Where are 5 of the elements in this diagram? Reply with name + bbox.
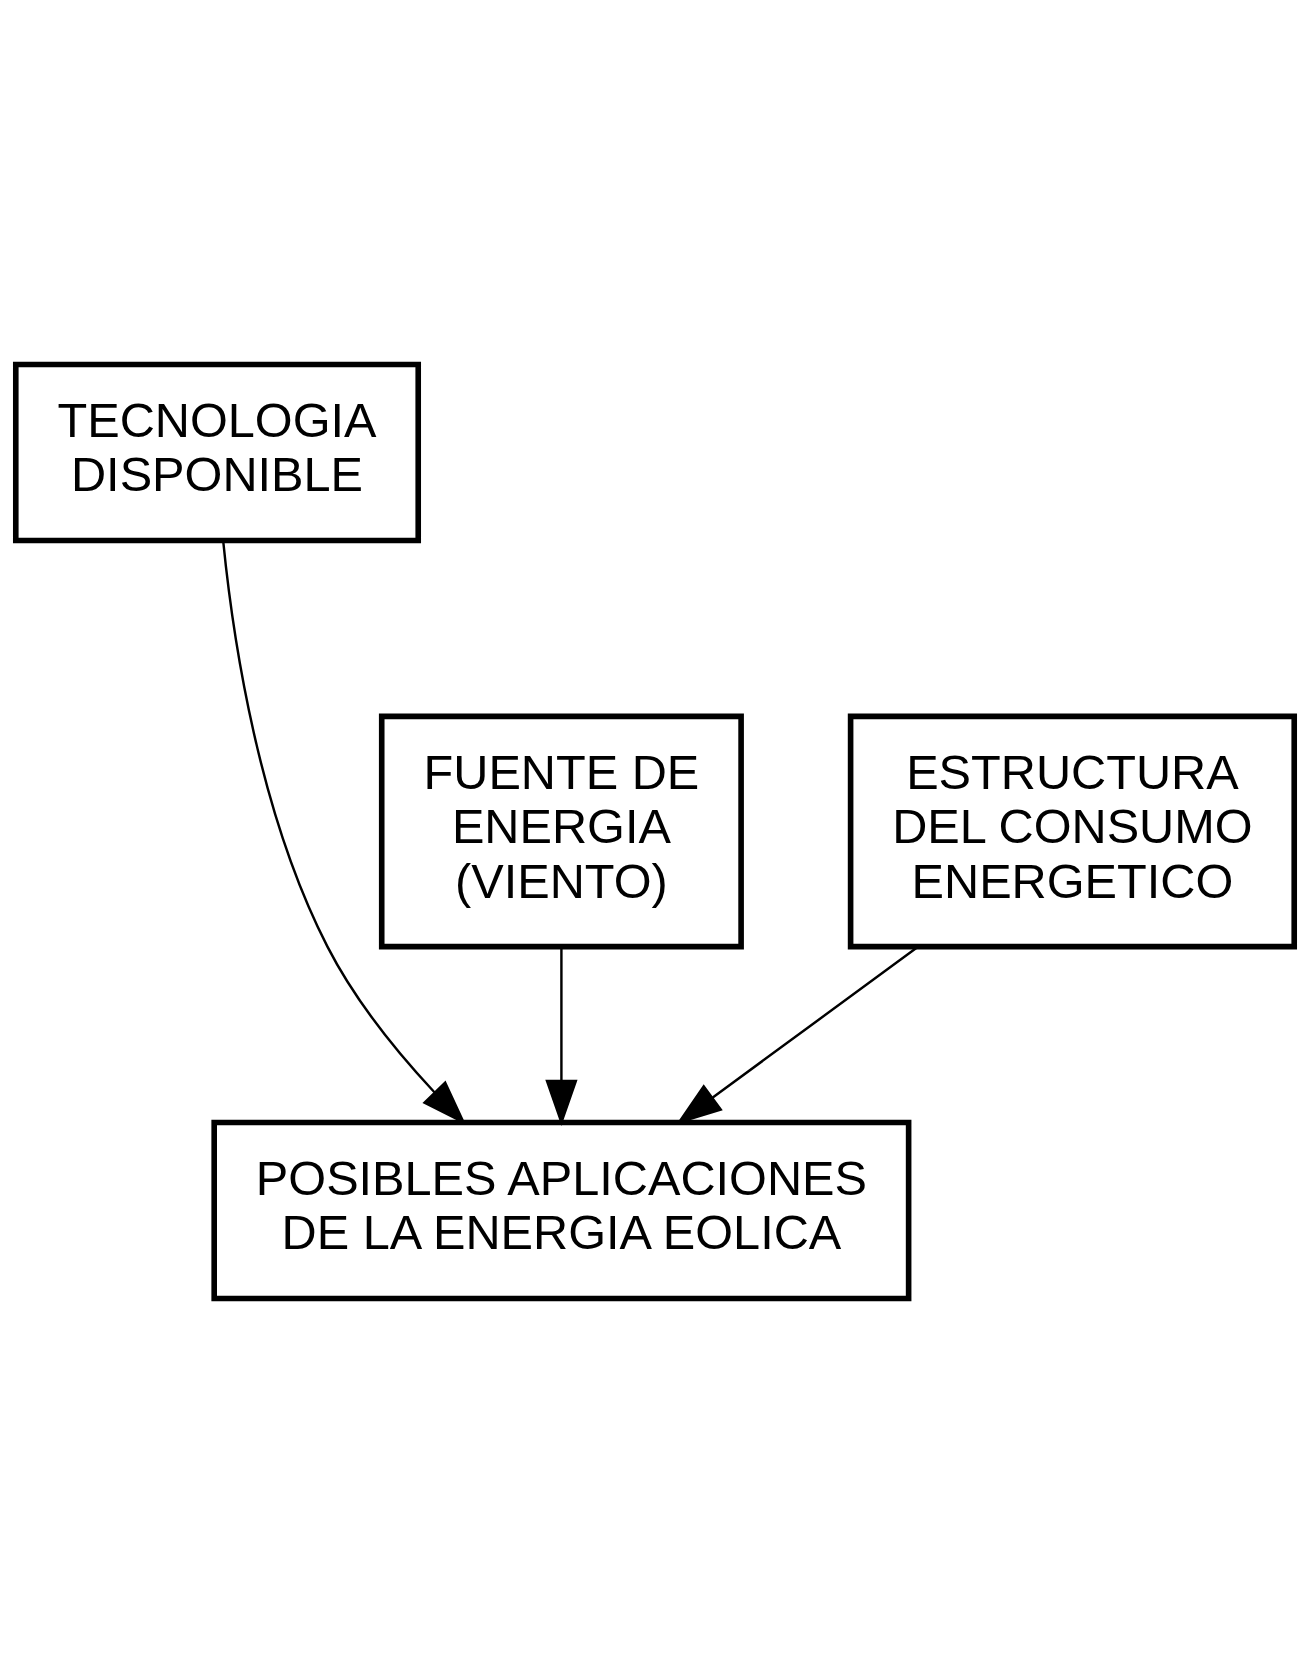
node-box: FUENTE DE ENERGIA (VIENTO) <box>378 713 744 950</box>
node-box: POSIBLES APLICACIONES DE LA ENERGIA EOLICA <box>211 1119 912 1302</box>
arrow <box>545 947 578 1126</box>
node-box: ESTRUCTURA DEL CONSUMO ENERGETICO <box>847 713 1298 950</box>
node-box: TECNOLOGIA DISPONIBLE <box>12 361 422 544</box>
